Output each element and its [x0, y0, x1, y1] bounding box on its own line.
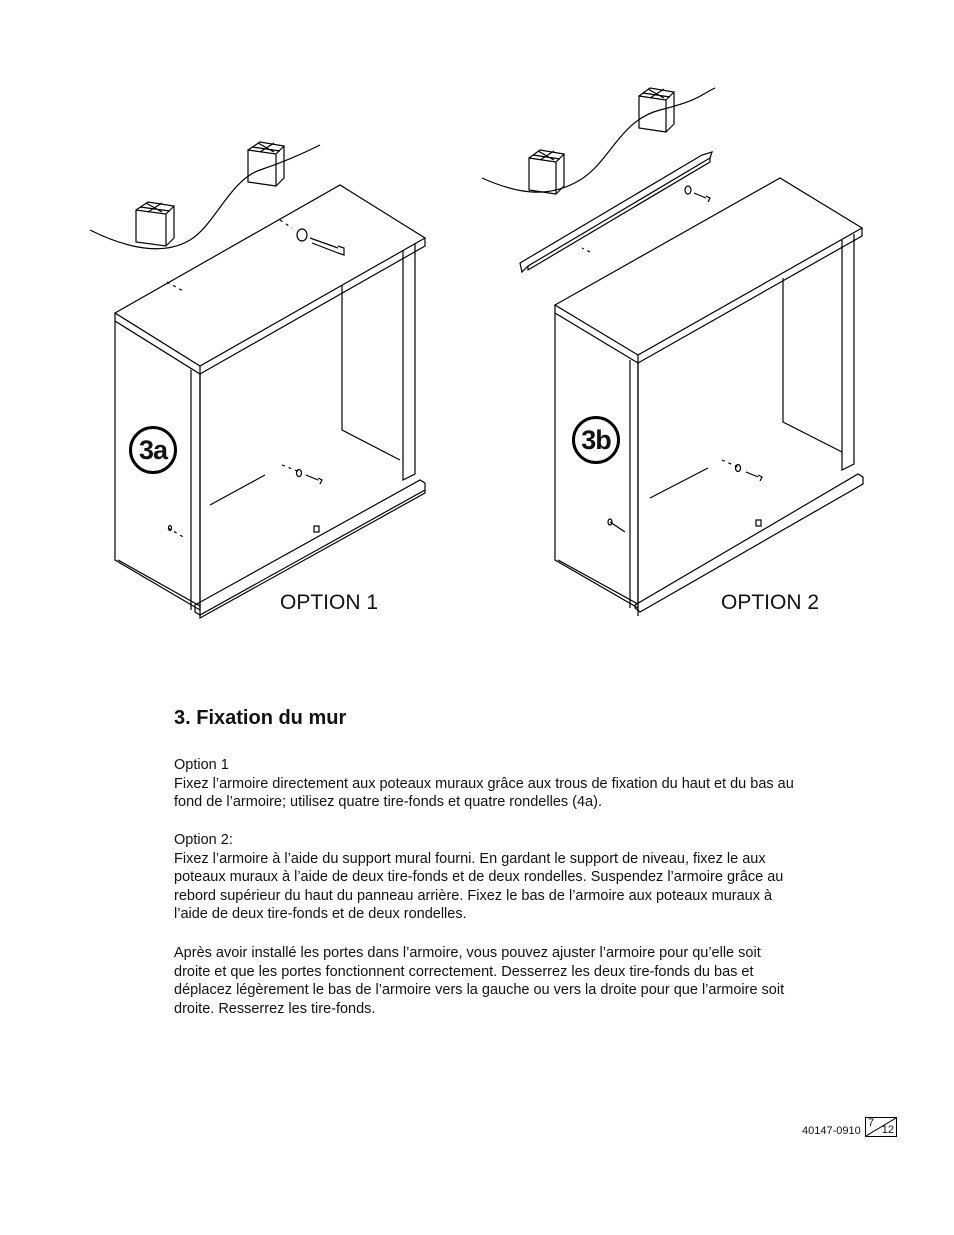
cabinet-bracket-mount-diagram	[481, 87, 864, 616]
wall-stud-2	[638, 87, 676, 133]
wall-stud-1	[528, 149, 566, 195]
lag-screw	[309, 237, 345, 256]
page-number-box: 7 12	[865, 1117, 897, 1137]
paragraph-heading: Option 1	[174, 757, 229, 773]
wall-stud-1	[135, 201, 176, 247]
paragraph-adjustment: Après avoir installé les portes dans l’a…	[174, 944, 794, 1018]
paragraph-body: Après avoir installé les portes dans l’a…	[174, 945, 785, 1017]
cabinet-wall-mount-diagram	[89, 141, 427, 620]
washer	[296, 228, 308, 242]
step-badge-3a: 3a	[129, 426, 177, 474]
paragraph-body: Fixez l’armoire à l’aide du support mura…	[174, 850, 784, 923]
paragraph-body: Fixez l’armoire directement aux poteaux …	[174, 775, 794, 811]
paragraph-option-2: Option 2: Fixez l’armoire à l’aide du su…	[174, 831, 794, 924]
slash-divider	[866, 1118, 896, 1136]
step-badge-3b: 3b	[572, 416, 620, 464]
cabinet-top	[553, 177, 864, 356]
wall-bracket	[519, 151, 713, 274]
option-1-label: OPTION 1	[280, 591, 379, 614]
paragraph-option-1: Option 1 Fixez l’armoire directement aux…	[174, 756, 794, 812]
paragraph-heading: Option 2:	[174, 832, 233, 848]
section-title: 3. Fixation du mur	[174, 707, 347, 729]
document-code: 40147-0910	[802, 1125, 861, 1137]
bottom-rail	[634, 473, 864, 613]
figure-option-2: 3b OPTION 2	[470, 60, 900, 640]
option-2-label: OPTION 2	[721, 591, 820, 614]
page-footer: 40147-0910 7 12	[780, 1117, 900, 1139]
wall-line	[481, 87, 716, 193]
wall-stud-2	[247, 141, 286, 187]
figure-option-1: 3a OPTION 1	[70, 60, 500, 640]
page-number: 7	[868, 1117, 875, 1129]
page-total: 12	[881, 1124, 894, 1136]
wall-line	[89, 144, 321, 250]
